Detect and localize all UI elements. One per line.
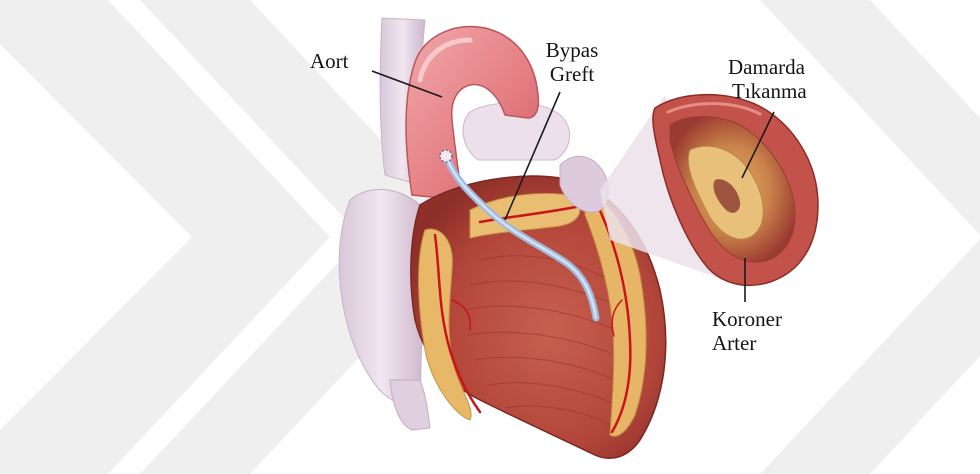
label-koroner-line1: Koroner bbox=[712, 307, 782, 331]
label-tikanma-line1: Damarda bbox=[728, 55, 807, 79]
label-damarda-tikanma: Damarda Tıkanma bbox=[728, 55, 807, 103]
label-bypas-line2: Greft bbox=[539, 62, 605, 86]
label-koroner-line2: Arter bbox=[712, 331, 782, 355]
label-aort: Aort bbox=[310, 49, 349, 73]
label-bypas-line1: Bypas bbox=[539, 38, 605, 62]
graft-anastomosis bbox=[440, 150, 452, 162]
vena-cava-lower bbox=[390, 380, 430, 430]
label-aort-text: Aort bbox=[310, 49, 349, 73]
label-bypas-greft: Bypas Greft bbox=[539, 38, 605, 86]
label-koroner-arter: Koroner Arter bbox=[712, 307, 782, 355]
label-tikanma-line2: Tıkanma bbox=[728, 79, 807, 103]
